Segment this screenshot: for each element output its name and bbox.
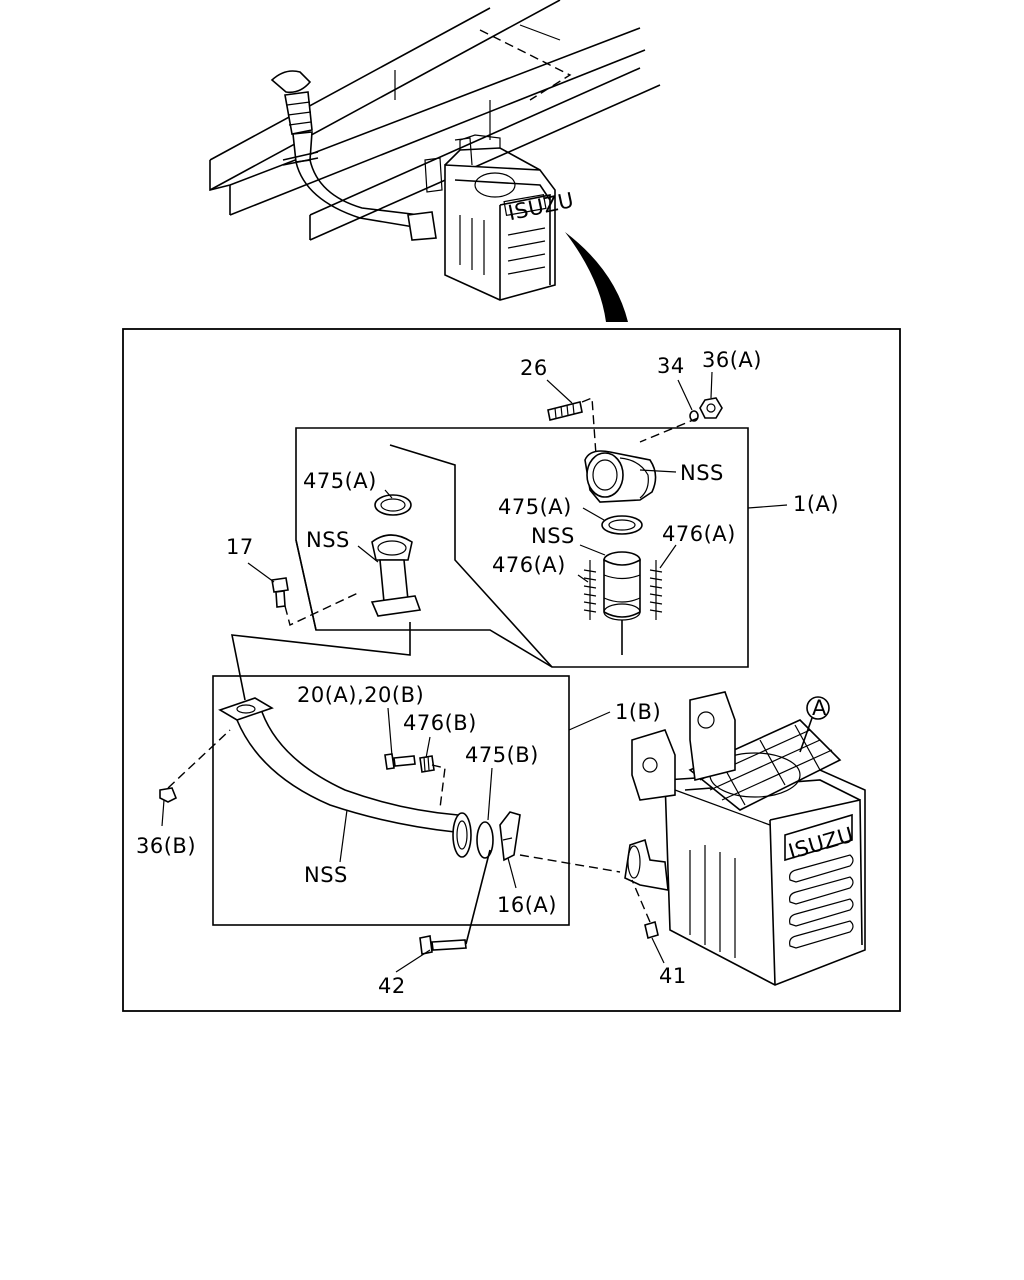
spring-476b bbox=[419, 755, 446, 809]
bolt-20 bbox=[384, 753, 416, 770]
detail-pointer-arrow bbox=[565, 232, 628, 322]
gasket-475a-mid bbox=[601, 515, 643, 535]
overview-exhaust-pipe bbox=[270, 70, 437, 241]
stud-26 bbox=[547, 396, 597, 456]
spring-476a-right bbox=[649, 560, 663, 620]
label-36b: 36(B) bbox=[136, 834, 196, 858]
chassis-frame bbox=[209, 0, 661, 241]
detail-muffler: ISUZU bbox=[624, 691, 866, 986]
leader-lines bbox=[161, 371, 788, 973]
label-475b: 475(B) bbox=[465, 743, 539, 767]
label-nss-pipe: NSS bbox=[304, 863, 348, 887]
label-41: 41 bbox=[659, 964, 687, 988]
label-475a-top: 475(A) bbox=[303, 469, 377, 493]
nut-36a bbox=[699, 397, 723, 419]
gasket-475b bbox=[476, 821, 494, 859]
lower-flange-pipe bbox=[370, 534, 422, 617]
label-476b: 476(B) bbox=[403, 711, 477, 735]
label-36a: 36(A) bbox=[702, 348, 762, 372]
label-34: 34 bbox=[657, 354, 685, 378]
label-1a: 1(A) bbox=[793, 492, 839, 516]
label-16a: 16(A) bbox=[497, 893, 557, 917]
label-nss-elbow: NSS bbox=[680, 461, 724, 485]
label-17: 17 bbox=[226, 535, 254, 559]
bolt-17 bbox=[271, 577, 361, 626]
label-1b: 1(B) bbox=[615, 700, 661, 724]
overview-muffler: ISUZU bbox=[424, 134, 576, 301]
flex-pipe bbox=[603, 551, 641, 655]
label-476a-left: 476(A) bbox=[492, 553, 566, 577]
label-nss-flex: NSS bbox=[531, 524, 575, 548]
ref-circle-a bbox=[806, 696, 830, 720]
flange-16a bbox=[499, 811, 521, 862]
spring-476a-left bbox=[583, 560, 597, 620]
nut-36b bbox=[159, 729, 231, 803]
detail-frame bbox=[122, 328, 901, 1012]
front-pipe bbox=[218, 697, 472, 858]
label-475a-mid: 475(A) bbox=[498, 495, 572, 519]
label-ref-a: A bbox=[812, 696, 827, 720]
label-26: 26 bbox=[520, 356, 548, 380]
label-476a-right: 476(A) bbox=[662, 522, 736, 546]
elbow-flange bbox=[584, 450, 657, 503]
label-20: 20(A),20(B) bbox=[297, 683, 424, 707]
gasket-475a-top bbox=[374, 494, 412, 516]
subassembly-1b-box bbox=[212, 675, 570, 926]
label-nss-lower: NSS bbox=[306, 528, 350, 552]
label-42: 42 bbox=[378, 974, 406, 998]
bolt-42 bbox=[419, 849, 491, 955]
